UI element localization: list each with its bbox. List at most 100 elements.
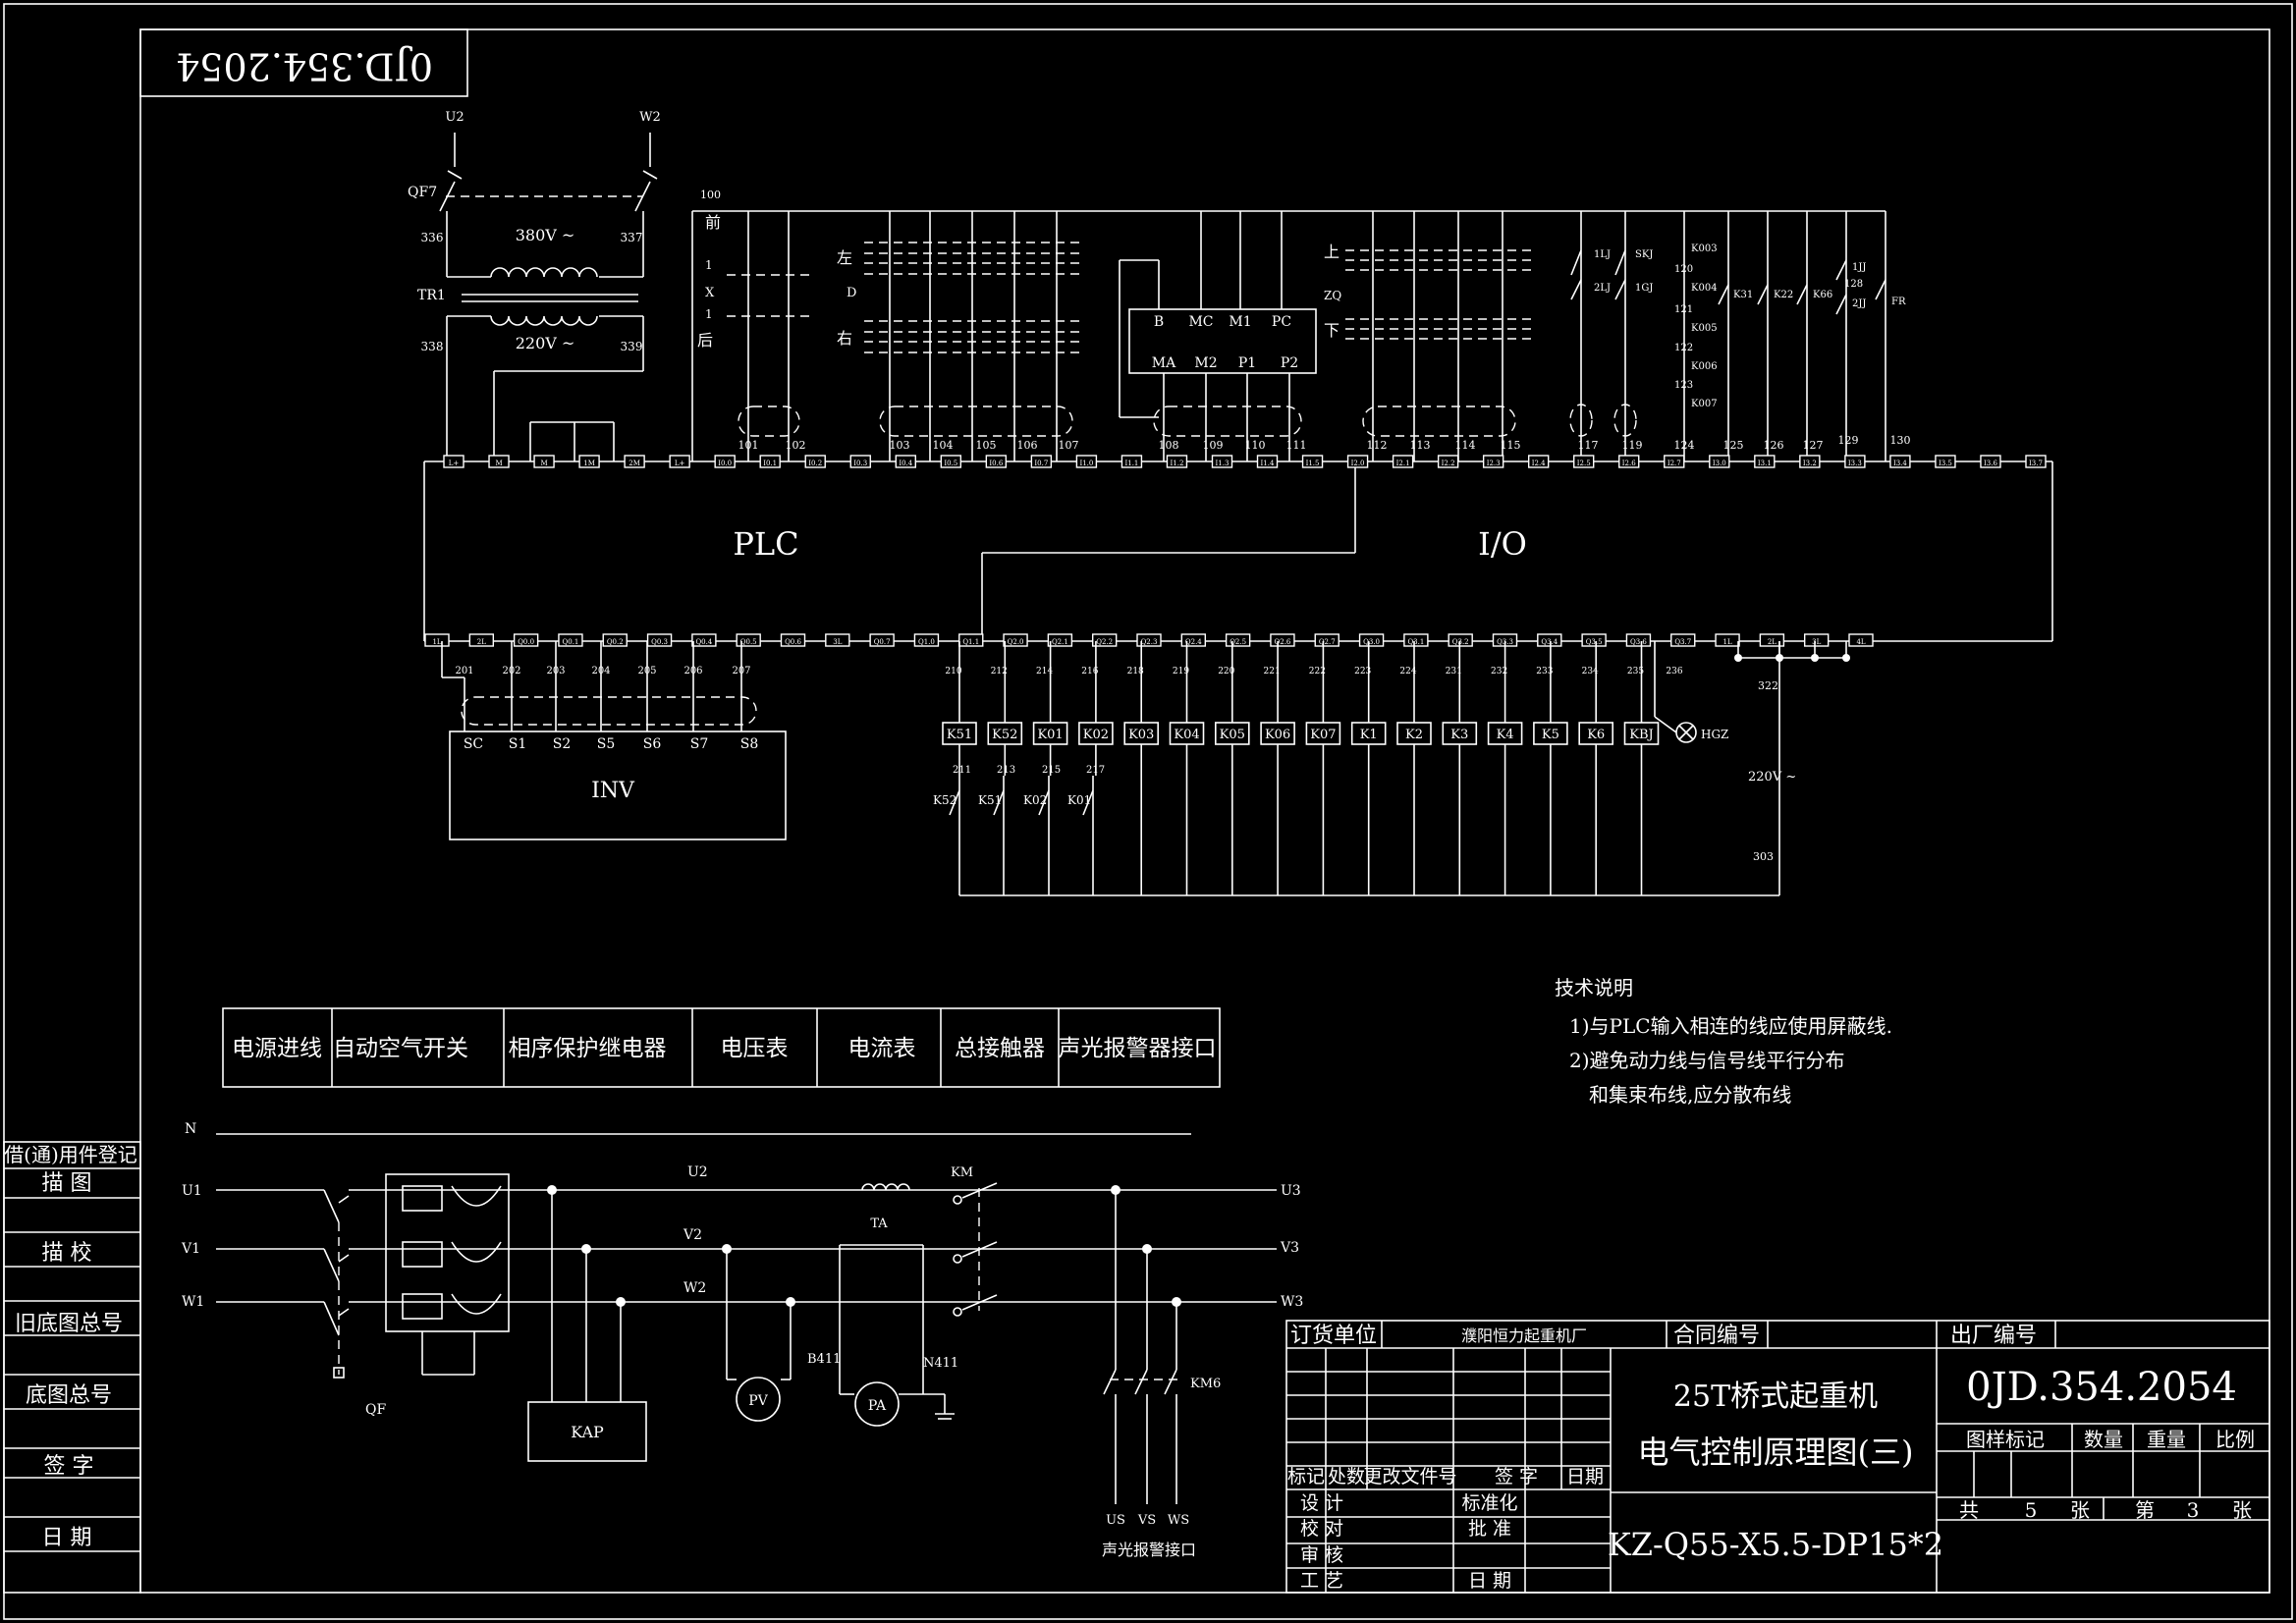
output-terminal-label: Q2.3	[1141, 638, 1158, 646]
svg-text:处数: 处数	[1328, 1466, 1365, 1488]
svg-text:QF: QF	[365, 1402, 386, 1418]
left-registration-column: 借(通)用件登记 描 图 描 校 旧底图总号 底图总号 签 字 日 期	[3, 1141, 141, 1594]
relay-wire-label: 223	[1354, 667, 1371, 676]
function-header-table: 电源进线 自动空气开关 相序保护继电器 电压表 电流表 总接触器 声光报警器接口	[222, 1007, 1221, 1088]
input-terminal-label: I3.1	[1758, 460, 1772, 467]
svg-text:HGZ: HGZ	[1701, 728, 1728, 741]
svg-text:112: 112	[1367, 439, 1388, 452]
mirrored-drawing-number: 0JD.354.2054	[176, 45, 433, 88]
svg-text:126: 126	[1764, 439, 1784, 452]
output-terminal	[424, 633, 450, 647]
svg-text:设 计: 设 计	[1300, 1492, 1343, 1514]
input-terminal-label: I3.7	[2029, 460, 2043, 467]
input-terminal	[1346, 455, 1369, 468]
svg-text:1: 1	[705, 258, 713, 272]
input-terminal	[804, 455, 826, 468]
title-drawing-number: 0JD.354.2054	[1966, 1365, 2237, 1410]
svg-text:SC: SC	[464, 736, 483, 752]
primary-voltage: 380V ~	[516, 226, 575, 244]
input-terminal	[759, 455, 781, 468]
svg-text:电压表: 电压表	[721, 1036, 789, 1061]
left-col-check: 描 校	[42, 1241, 92, 1266]
input-terminal-label: I3.6	[1984, 460, 1997, 467]
svg-text:比例: 比例	[2215, 1428, 2255, 1451]
input-terminal	[1799, 455, 1821, 468]
input-terminal	[714, 455, 736, 468]
input-terminal-label: I0.0	[718, 460, 732, 467]
svg-text:2)避免动力线与信号线平行分布: 2)避免动力线与信号线平行分布	[1569, 1049, 1845, 1072]
input-terminal-label: I1.1	[1124, 460, 1138, 467]
input-terminal	[1437, 455, 1459, 468]
svg-text:K004: K004	[1691, 283, 1718, 294]
output-terminal-label: 3L	[1812, 638, 1821, 646]
relay-wire-label: 219	[1173, 667, 1189, 676]
relay-wire-label: 232	[1491, 667, 1507, 676]
output-terminal	[1715, 633, 1740, 647]
svg-text:K51: K51	[978, 793, 1002, 807]
output-terminal-label: Q0.5	[740, 638, 757, 646]
svg-text:MA: MA	[1152, 355, 1176, 371]
input-terminal	[1709, 455, 1730, 468]
svg-text:电气控制原理图(三): 电气控制原理图(三)	[1638, 1434, 1914, 1471]
svg-text:105: 105	[976, 439, 997, 452]
svg-text:109: 109	[1203, 439, 1224, 452]
svg-text:K02: K02	[1023, 793, 1047, 807]
svg-text:技术说明: 技术说明	[1555, 976, 1633, 1000]
relay-wire-label: 236	[1666, 667, 1682, 676]
svg-text:111: 111	[1286, 439, 1307, 452]
output-terminal-label: Q3.0	[1363, 638, 1380, 646]
svg-text:K003: K003	[1691, 243, 1718, 254]
svg-text:114: 114	[1455, 439, 1476, 452]
svg-text:201: 201	[455, 666, 473, 676]
output-terminal-label: Q2.7	[1319, 638, 1336, 646]
input-terminal	[624, 455, 645, 468]
output-interlocks: HGZ 211 213 215 217 K52 K51 K02 K01 322 …	[933, 641, 1796, 896]
inner-frame	[139, 28, 2270, 1594]
inv-label: INV	[591, 779, 635, 803]
svg-text:MC: MC	[1188, 314, 1213, 330]
svg-text:审 核: 审 核	[1300, 1544, 1343, 1566]
input-terminal	[1075, 455, 1098, 468]
svg-text:115: 115	[1501, 439, 1521, 452]
title-block: 订货单位 濮阳恒力起重机厂 合同编号 出厂编号 25T桥式起重机 电气控制原理图…	[1285, 1320, 2270, 1594]
relay-wire-label: 234	[1582, 667, 1599, 676]
output-terminal	[1091, 633, 1118, 647]
inverter-section: 201 202 203 204 205 206 207 SC S1 S2 S5 …	[441, 641, 787, 840]
relay-wire-label: 224	[1399, 667, 1416, 676]
svg-text:日 期: 日 期	[1468, 1570, 1511, 1592]
output-terminal	[1047, 633, 1073, 647]
output-terminal-label: Q2.6	[1275, 638, 1291, 646]
svg-text:S1: S1	[509, 736, 527, 752]
output-terminal	[1581, 633, 1607, 647]
input-terminal	[940, 455, 962, 468]
label-down: 下	[1324, 321, 1339, 340]
output-terminal-label: Q0.2	[607, 638, 624, 646]
svg-text:KZ-Q55-X5.5-DP15*2: KZ-Q55-X5.5-DP15*2	[1608, 1526, 1943, 1563]
input-terminal-label: L+	[449, 460, 460, 467]
input-terminal	[1844, 455, 1866, 468]
output-terminal	[1448, 633, 1473, 647]
input-terminal-label: I0.6	[989, 460, 1003, 467]
svg-text:更改文件号: 更改文件号	[1363, 1466, 1456, 1488]
left-col-old-base: 旧底图总号	[15, 1312, 123, 1336]
svg-text:V3: V3	[1280, 1240, 1299, 1256]
svg-text:V2: V2	[683, 1227, 702, 1243]
relay-coil-label: K05	[1220, 728, 1245, 742]
svg-text:电流表: 电流表	[848, 1036, 916, 1061]
left-col-borrow: 借(通)用件登记	[4, 1143, 137, 1166]
svg-text:校 对: 校 对	[1300, 1518, 1343, 1540]
svg-text:订货单位: 订货单位	[1290, 1324, 1377, 1348]
svg-text:339: 339	[621, 340, 643, 353]
svg-text:220V ~: 220V ~	[1748, 770, 1796, 784]
svg-text:P2: P2	[1281, 355, 1298, 371]
output-terminal	[1180, 633, 1207, 647]
svg-text:图样标记: 图样标记	[1966, 1428, 2045, 1451]
output-terminal-label: Q2.0	[1008, 638, 1024, 646]
input-terminal	[1211, 455, 1233, 468]
input-terminal	[669, 455, 690, 468]
svg-text:PV: PV	[748, 1393, 768, 1409]
relay-wire-label: 235	[1627, 667, 1644, 676]
svg-text:KM: KM	[951, 1165, 973, 1180]
svg-text:签 字: 签 字	[1495, 1466, 1538, 1488]
